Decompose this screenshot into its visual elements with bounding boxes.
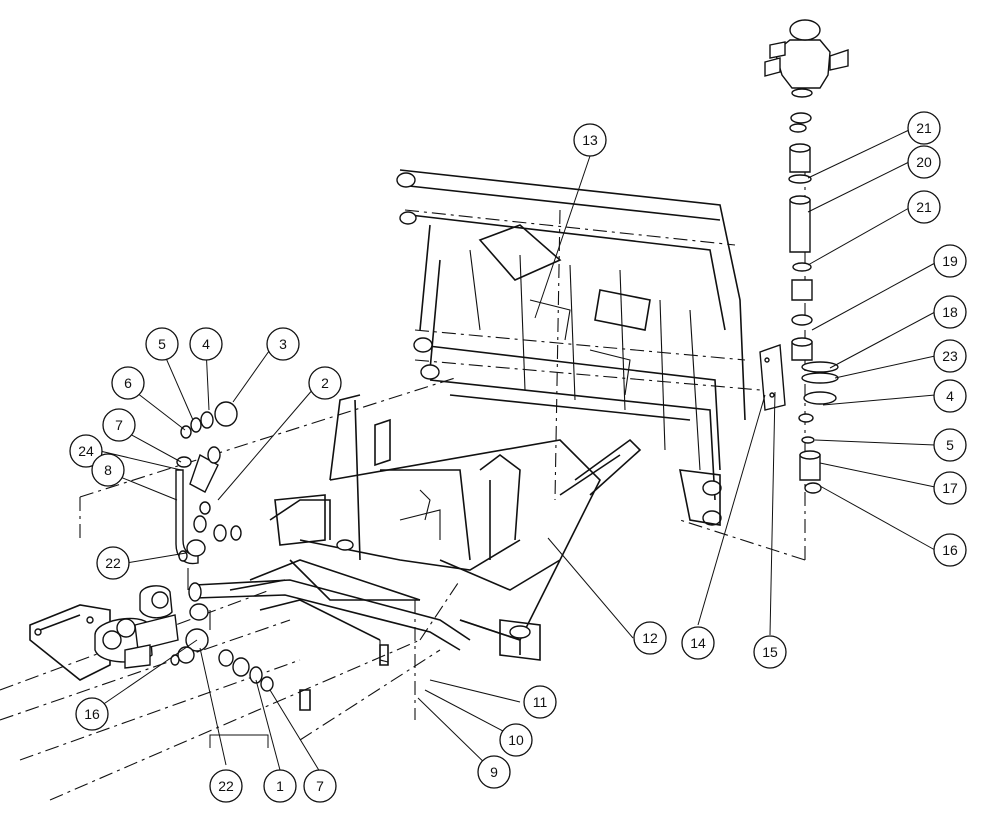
callout-19: 19 bbox=[933, 244, 967, 278]
callout-13: 13 bbox=[573, 123, 607, 157]
callout-2: 2 bbox=[308, 366, 342, 400]
svg-text:19: 19 bbox=[942, 253, 958, 269]
callout-9: 9 bbox=[477, 755, 511, 789]
svg-text:20: 20 bbox=[916, 154, 932, 170]
svg-text:7: 7 bbox=[115, 417, 123, 433]
centerlines bbox=[0, 150, 806, 801]
svg-text:21: 21 bbox=[916, 120, 932, 136]
upper-frame bbox=[396, 169, 746, 526]
callout-3: 3 bbox=[266, 327, 300, 361]
svg-text:21: 21 bbox=[916, 199, 932, 215]
svg-text:1: 1 bbox=[276, 778, 284, 794]
callout-7: 7 bbox=[102, 408, 136, 442]
pump-assembly bbox=[29, 585, 179, 681]
svg-text:13: 13 bbox=[582, 132, 598, 148]
callout-8: 8 bbox=[91, 453, 125, 487]
svg-text:6: 6 bbox=[124, 375, 132, 391]
callout-7: 7 bbox=[303, 769, 337, 803]
leader-lines bbox=[91, 129, 936, 773]
callouts: 13 21 20 21 19 18 23 4 5 17 16 5 4 3 2 6… bbox=[69, 111, 967, 803]
svg-text:7: 7 bbox=[316, 778, 324, 794]
lower-frame bbox=[249, 394, 642, 711]
callout-1: 1 bbox=[263, 769, 297, 803]
callout-21: 21 bbox=[907, 111, 941, 145]
svg-text:4: 4 bbox=[202, 336, 210, 352]
callout-23: 23 bbox=[933, 339, 967, 373]
svg-text:23: 23 bbox=[942, 348, 958, 364]
callout-16: 16 bbox=[933, 533, 967, 567]
swivel-assembly bbox=[759, 19, 849, 494]
svg-text:12: 12 bbox=[642, 630, 658, 646]
callout-4: 4 bbox=[189, 327, 223, 361]
callout-14: 14 bbox=[681, 626, 715, 660]
cross-tube bbox=[188, 579, 471, 651]
callout-5: 5 bbox=[145, 327, 179, 361]
svg-text:5: 5 bbox=[946, 437, 954, 453]
callout-11: 11 bbox=[523, 685, 557, 719]
svg-text:8: 8 bbox=[104, 462, 112, 478]
svg-text:9: 9 bbox=[490, 764, 498, 780]
callout-6: 6 bbox=[111, 366, 145, 400]
svg-text:17: 17 bbox=[942, 480, 958, 496]
svg-text:16: 16 bbox=[942, 542, 958, 558]
callout-12: 12 bbox=[633, 621, 667, 655]
callout-5: 5 bbox=[933, 428, 967, 462]
callout-17: 17 bbox=[933, 471, 967, 505]
svg-text:4: 4 bbox=[946, 388, 954, 404]
svg-text:3: 3 bbox=[279, 336, 287, 352]
svg-text:24: 24 bbox=[78, 443, 94, 459]
callout-4: 4 bbox=[933, 379, 967, 413]
callout-15: 15 bbox=[753, 635, 787, 669]
callout-10: 10 bbox=[499, 723, 533, 757]
callout-21: 21 bbox=[907, 190, 941, 224]
svg-text:15: 15 bbox=[762, 644, 778, 660]
svg-text:11: 11 bbox=[533, 694, 548, 710]
svg-text:18: 18 bbox=[942, 304, 958, 320]
callout-22: 22 bbox=[209, 769, 243, 803]
callout-16: 16 bbox=[75, 697, 109, 731]
callout-22: 22 bbox=[96, 546, 130, 580]
callout-20: 20 bbox=[907, 145, 941, 179]
svg-text:22: 22 bbox=[218, 778, 234, 794]
svg-text:16: 16 bbox=[84, 706, 100, 722]
svg-text:10: 10 bbox=[508, 732, 524, 748]
callout-24: 24 bbox=[69, 434, 103, 468]
svg-text:5: 5 bbox=[158, 336, 166, 352]
svg-text:22: 22 bbox=[105, 555, 121, 571]
callout-18: 18 bbox=[933, 295, 967, 329]
svg-text:14: 14 bbox=[690, 635, 706, 651]
svg-text:2: 2 bbox=[321, 375, 329, 391]
